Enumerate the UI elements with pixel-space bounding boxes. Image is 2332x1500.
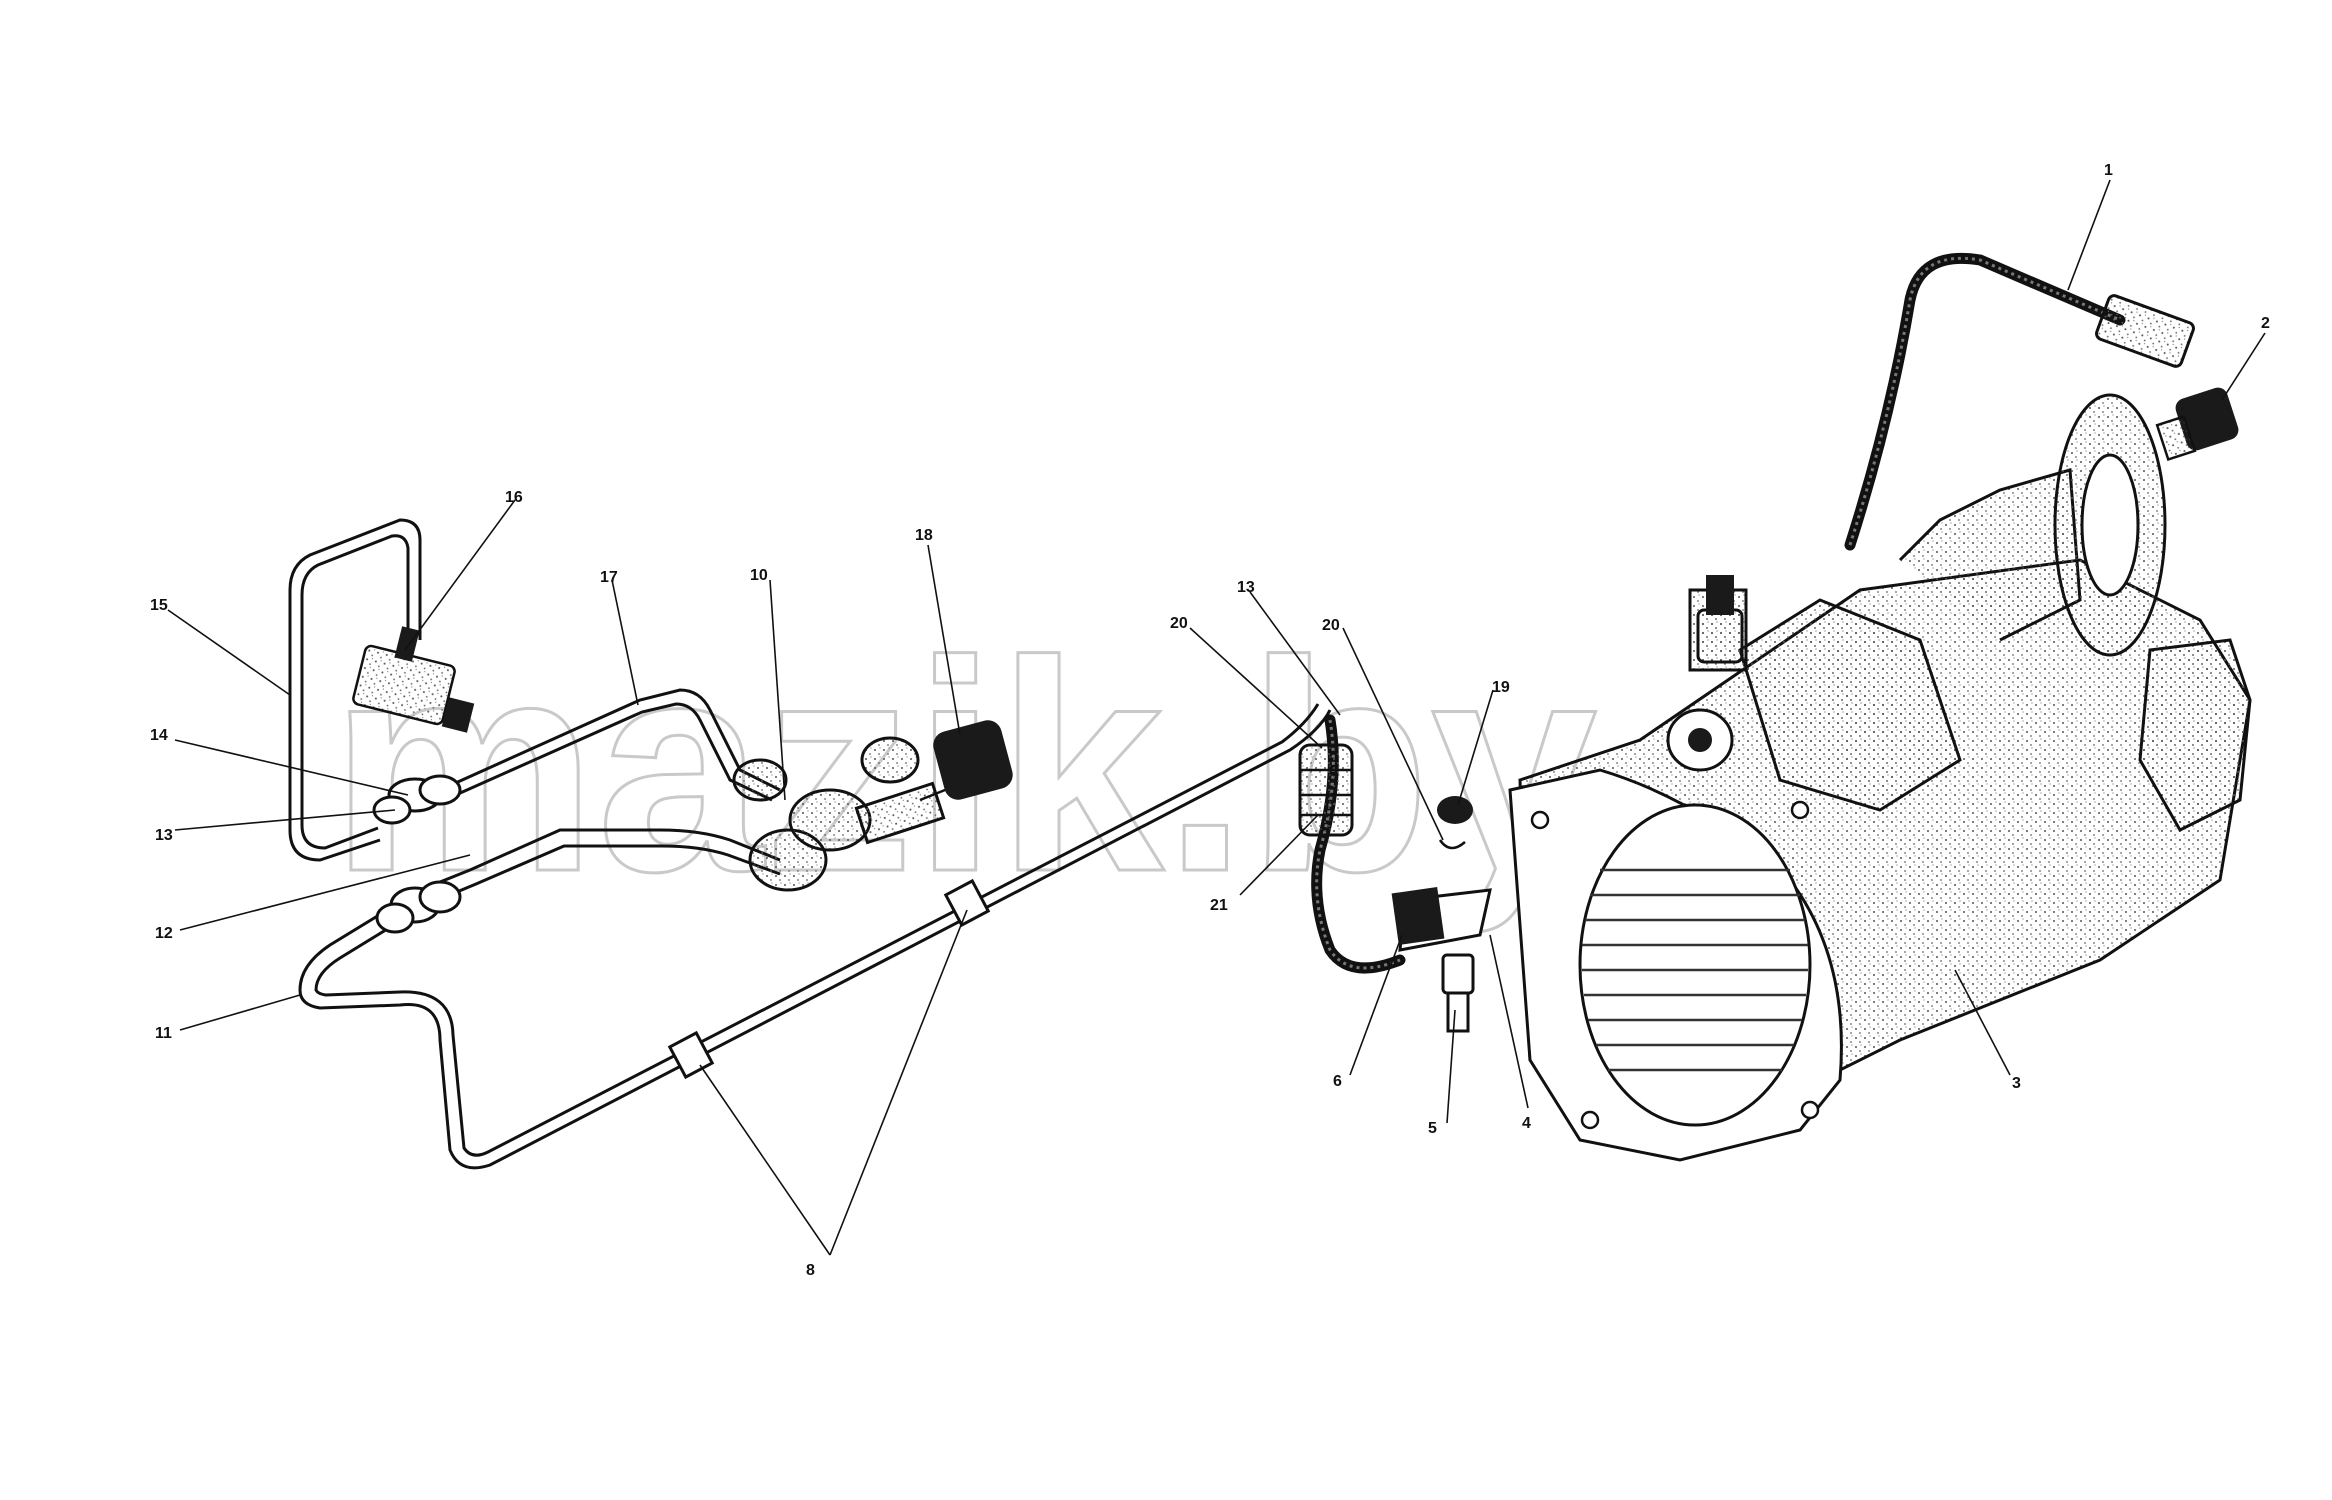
label-5: 5 — [1428, 1120, 1437, 1137]
valve-16 — [352, 626, 475, 733]
nut-19 — [1437, 796, 1473, 850]
label-2: 2 — [2261, 315, 2270, 332]
label-8: 8 — [806, 1262, 815, 1279]
fitting-13-14 — [372, 774, 462, 825]
bolt-5 — [1441, 953, 1475, 1033]
filter-18 — [919, 720, 1013, 802]
label-20-right: 20 — [1322, 617, 1340, 634]
part-labels: 1 2 3 4 5 6 8 10 11 12 13 14 15 16 17 18… — [150, 162, 2270, 1279]
label-3: 3 — [2012, 1075, 2021, 1092]
cap-2 — [2155, 387, 2239, 462]
hose-21 — [1298, 714, 1406, 974]
label-21: 21 — [1210, 897, 1228, 914]
bracket-4 — [1391, 887, 1492, 952]
label-20-left: 20 — [1170, 615, 1188, 632]
tube-12-11-8 — [298, 703, 1332, 1170]
label-15: 15 — [150, 597, 168, 614]
hose-1 — [1844, 252, 2195, 551]
label-10: 10 — [750, 567, 768, 584]
fitting-11-12 — [375, 880, 462, 934]
label-6: 6 — [1333, 1073, 1342, 1090]
label-1: 1 — [2104, 162, 2113, 179]
tube-17 — [439, 688, 781, 804]
valve-10 — [732, 736, 946, 892]
label-16: 16 — [505, 489, 523, 506]
label-11: 11 — [155, 1025, 172, 1042]
label-19: 19 — [1492, 679, 1510, 696]
loop-tube-15 — [288, 518, 422, 862]
label-4: 4 — [1522, 1115, 1531, 1132]
leader-lines — [167, 179, 2266, 1256]
housing-3 — [1508, 393, 2252, 1162]
label-17: 17 — [600, 569, 618, 586]
label-13-mid: 13 — [1237, 579, 1255, 596]
label-14: 14 — [150, 727, 168, 744]
label-12: 12 — [155, 925, 173, 942]
label-18: 18 — [915, 527, 933, 544]
label-13-left: 13 — [155, 827, 173, 844]
